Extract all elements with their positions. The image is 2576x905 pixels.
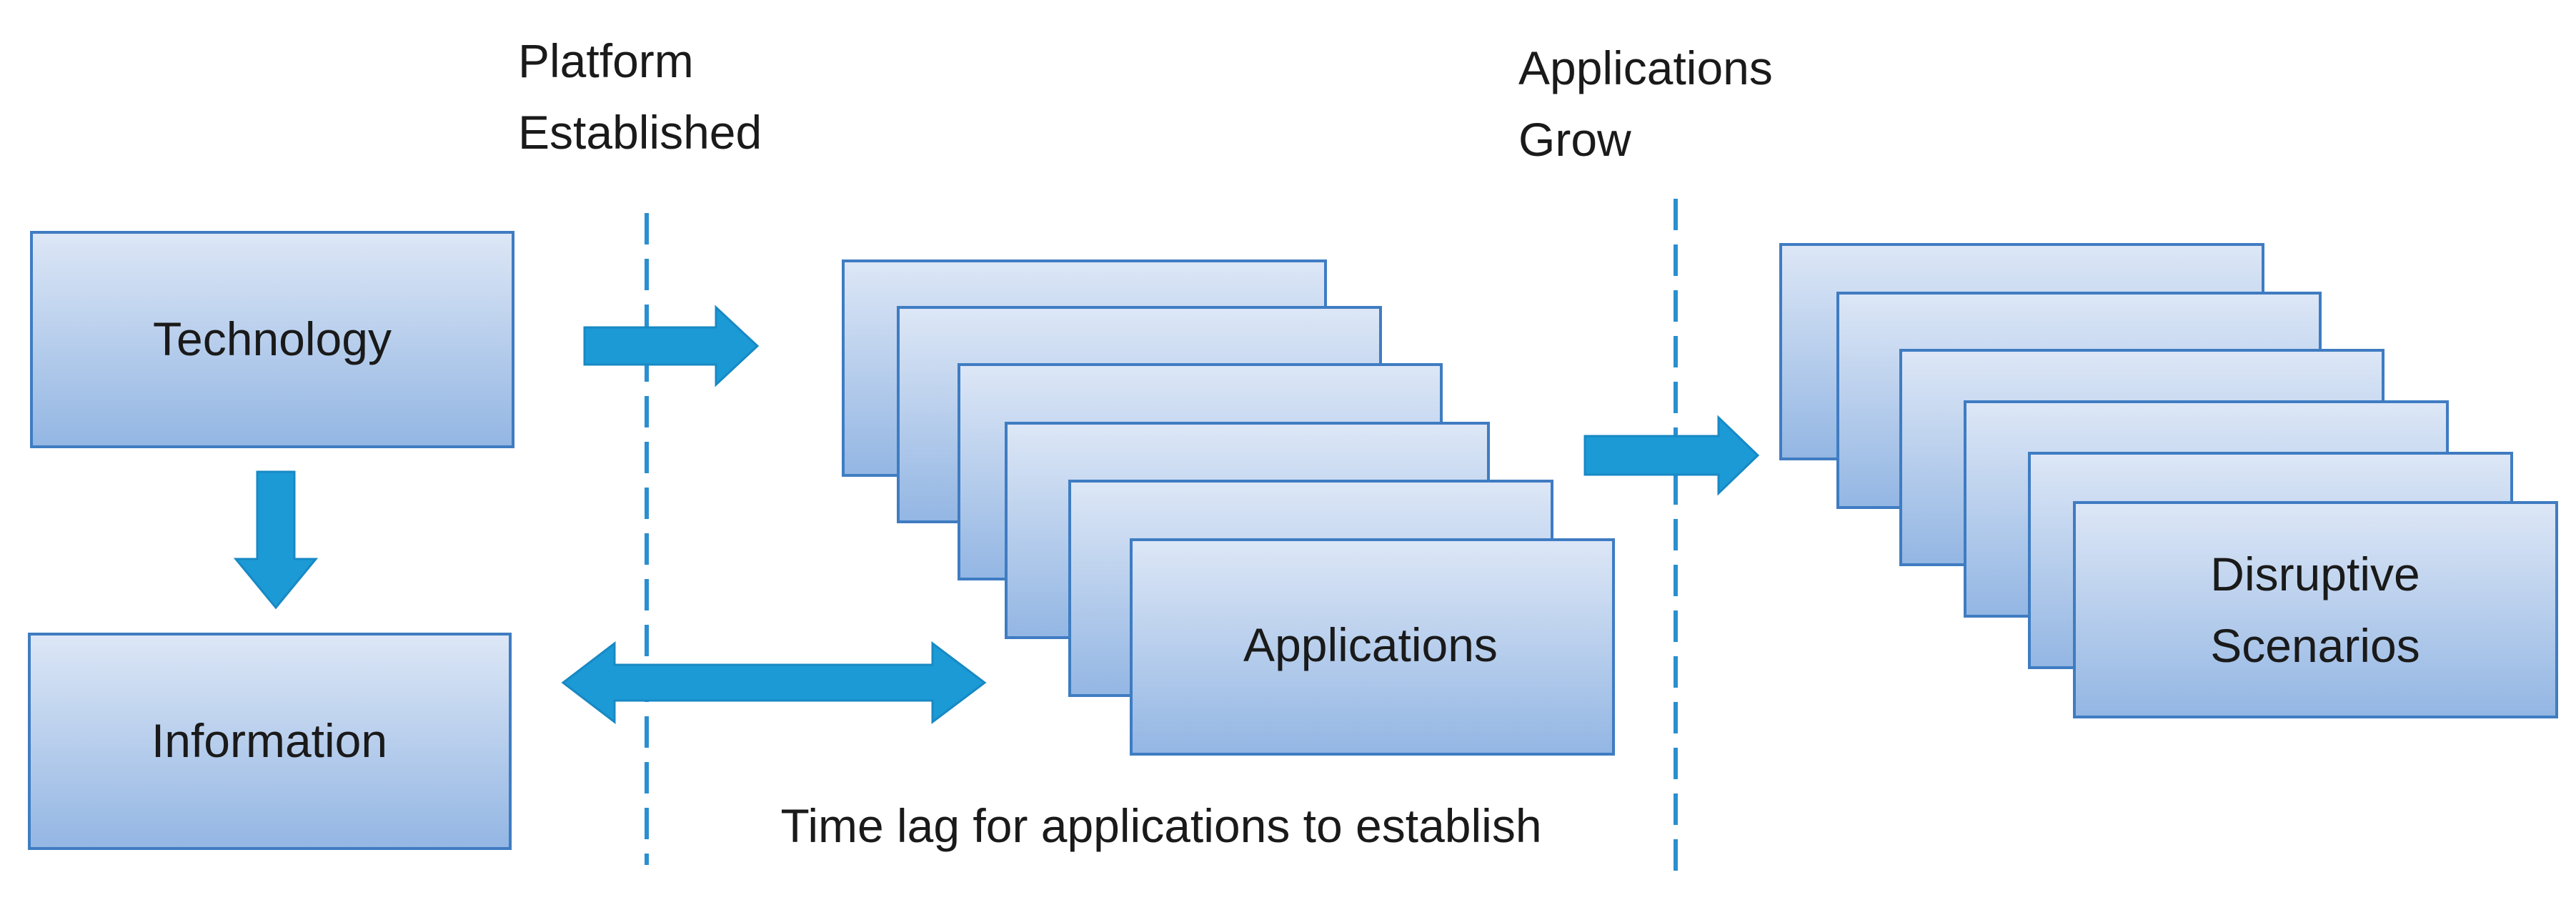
applications-to-disruptive-arrow — [1583, 415, 1760, 496]
disruptive-scenarios-stack: Disruptive Scenarios — [1779, 243, 2558, 718]
information-label: Information — [151, 714, 387, 767]
information-applications-double-arrow — [561, 641, 987, 725]
platform-established-label-line2: Established — [518, 106, 762, 159]
applications-grow-label-line1: Applications — [1518, 41, 1773, 94]
time-lag-caption: Time lag for applications to establish — [780, 799, 1541, 852]
technology-to-information-arrow — [233, 470, 319, 610]
scenario-card-front — [2073, 501, 2558, 718]
technology-label: Technology — [153, 312, 392, 365]
disruptive-scenarios-label-line2: Scenarios — [2210, 619, 2420, 672]
applications-stack: Applications — [842, 259, 1615, 756]
application-card-front — [1130, 538, 1615, 756]
information-box: Information — [28, 633, 512, 850]
applications-grow-label-line2: Grow — [1518, 113, 1631, 166]
disruptive-scenarios-label-line1: Disruptive — [2210, 548, 2420, 600]
platform-established-label-line1: Platform — [518, 34, 694, 87]
technology-box: Technology — [30, 231, 514, 448]
platform-to-applications-arrow — [583, 305, 760, 387]
applications-label: Applications — [1243, 618, 1498, 671]
